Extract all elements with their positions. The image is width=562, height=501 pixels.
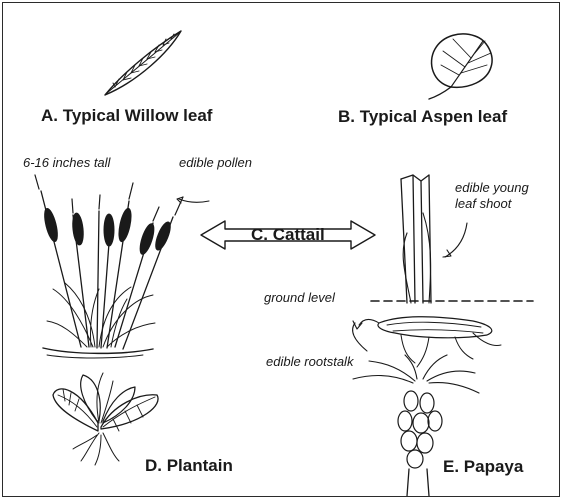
rootstalk-note: edible rootstalk [266,354,353,370]
cattail-caption: C. Cattail [251,225,325,245]
pollen-note: edible pollen [179,155,252,171]
aspen-leaf-drawing [429,34,492,99]
shoot-note-line2: leaf shoot [455,196,511,212]
shoot-note-line1: edible young [455,180,529,196]
papaya-caption: E. Papaya [443,457,523,477]
willow-leaf-drawing [105,31,181,95]
ground-level-note: ground level [264,290,335,306]
height-note: 6-16 inches tall [23,155,110,171]
illustration-canvas [3,3,559,496]
aspen-caption: B. Typical Aspen leaf [338,107,507,127]
cattail-plant-drawing [35,175,209,358]
plantain-caption: D. Plantain [145,456,233,476]
willow-caption: A. Typical Willow leaf [41,106,212,126]
plantain-drawing [53,373,158,465]
